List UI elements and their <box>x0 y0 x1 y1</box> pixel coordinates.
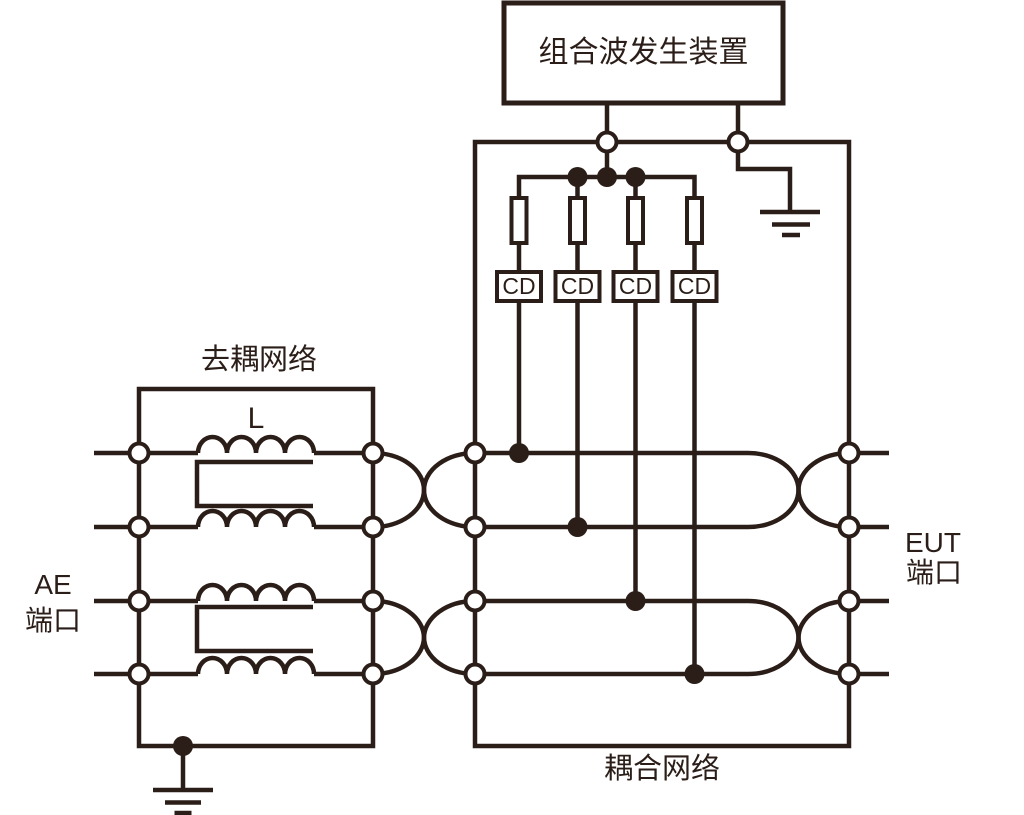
ae-terminal-1 <box>127 441 151 465</box>
resistor-3 <box>626 196 645 245</box>
coupling-junction-dot-wire4 <box>684 664 705 684</box>
eut-terminal-3 <box>837 589 861 613</box>
eut-terminal-2 <box>837 515 861 539</box>
twist-left-pair1-b <box>372 450 476 530</box>
inductor-winding-2 <box>195 508 317 528</box>
decoupling-out-terminal-2 <box>361 515 385 539</box>
twist-right-pair2-b <box>747 598 850 677</box>
coupling-in-terminal-1 <box>463 441 487 465</box>
inductor-label: L <box>248 402 265 435</box>
coupling-in-terminal-3 <box>463 589 487 613</box>
decoupling-network-label: 去耦网络 <box>201 343 317 376</box>
ae-terminal-2 <box>127 515 151 539</box>
ae-port-line1: AE <box>34 569 71 600</box>
cd-label-2: CD <box>561 273 594 299</box>
eut-terminal-4 <box>837 662 861 686</box>
ae-port-label: AE 端口 <box>25 569 81 636</box>
coupling-network-box <box>472 139 852 749</box>
ground-junction-dot <box>173 736 193 756</box>
eut-port-line2: 端口 <box>906 557 962 588</box>
decoupling-network-box <box>136 386 376 749</box>
coupling-network-label: 耦合网络 <box>604 752 720 785</box>
ae-port-line2: 端口 <box>25 605 81 636</box>
eut-terminal-1 <box>837 441 861 465</box>
bus-junction-dot-1 <box>567 167 588 187</box>
inductor-core-1 <box>194 459 313 509</box>
generator-label: 组合波发生装置 <box>539 36 749 69</box>
decoupling-out-terminal-4 <box>361 662 385 686</box>
ae-terminal-3 <box>127 589 151 613</box>
twist-left-pair2-b <box>372 598 476 677</box>
eut-port-line1: EUT <box>905 527 961 558</box>
cd-label-1: CD <box>502 273 535 299</box>
inductor-core-2 <box>194 604 313 654</box>
resistor-2 <box>568 196 587 245</box>
inductor-winding-4 <box>195 655 317 675</box>
eut-port-label: EUT 端口 <box>905 527 962 588</box>
cd-box-2 <box>553 270 602 303</box>
twist-right-pair1-b <box>747 450 850 530</box>
coupling-junction-dot-wire3 <box>625 591 646 611</box>
ground-symbol-right <box>735 142 820 238</box>
coupling-in-terminal-4 <box>463 662 487 686</box>
inductor-winding-3 <box>195 582 317 602</box>
cd-box-1 <box>495 270 543 303</box>
decoupling-out-terminal-3 <box>361 589 385 613</box>
cd-box-4 <box>670 270 719 303</box>
ae-terminal-4 <box>127 662 151 686</box>
generator-box <box>501 0 786 106</box>
coupling-junction-dot-wire2 <box>567 517 588 537</box>
ground-lead-right <box>735 142 793 212</box>
bus-junction-dot-3 <box>625 167 646 187</box>
resistor-4 <box>685 196 704 245</box>
bus-junction-dot-2 <box>597 167 617 187</box>
resistor-1 <box>509 196 529 245</box>
coupling-in-terminal-2 <box>463 515 487 539</box>
generator-terminal-2 <box>726 130 750 154</box>
cd-box-3 <box>611 270 660 303</box>
cd-label-3: CD <box>619 273 652 299</box>
cd-label-4: CD <box>678 273 711 299</box>
inductor-winding-1 <box>195 434 317 454</box>
decoupling-out-terminal-1 <box>361 441 385 465</box>
generator-terminal-1 <box>595 130 619 154</box>
coupling-junction-dot-wire1 <box>509 443 529 463</box>
